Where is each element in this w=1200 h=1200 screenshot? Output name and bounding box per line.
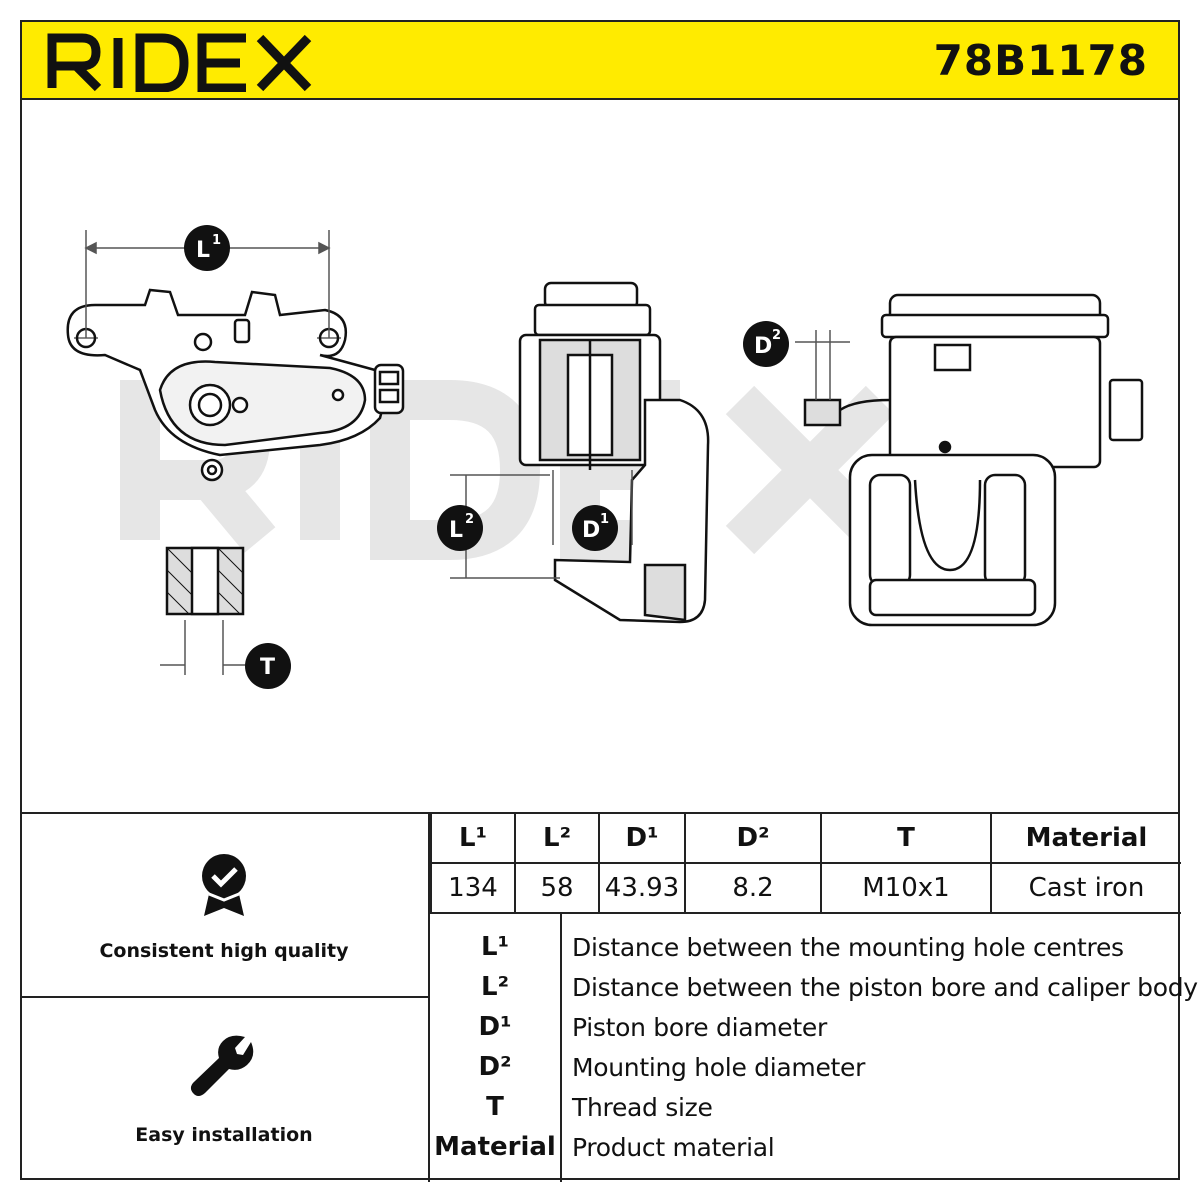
svg-text:L: L xyxy=(196,238,210,263)
legend-row: L² Distance between the piston bore and … xyxy=(430,968,1198,1008)
legend-symbol: Material xyxy=(434,1132,556,1162)
spec-value-d2: 8.2 xyxy=(684,862,822,914)
spec-value-l2: 58 xyxy=(514,862,600,914)
d1-badge: D 1 xyxy=(572,505,618,551)
thread-section xyxy=(165,546,245,616)
svg-text:D: D xyxy=(754,334,772,359)
t-dimension xyxy=(160,620,245,675)
spec-header-row: L¹ L² D¹ D² T Material xyxy=(430,814,1181,864)
legend: L¹ Distance between the mounting hole ce… xyxy=(430,914,1198,1182)
legend-row: L¹ Distance between the mounting hole ce… xyxy=(430,928,1180,968)
legend-description: Product material xyxy=(572,1133,775,1162)
legend-row: D¹ Piston bore diameter xyxy=(430,1008,1180,1048)
l1-badge: L 1 xyxy=(184,225,230,271)
technical-drawing: L 1 T xyxy=(20,100,1180,812)
legend-description: Distance between the piston bore and cal… xyxy=(572,973,1198,1002)
spec-value-l1: 134 xyxy=(430,862,516,914)
spec-header-t: T xyxy=(820,814,992,864)
part-number: 78B1178 xyxy=(933,36,1148,85)
ridex-logo xyxy=(47,33,312,92)
spec-header-l1: L¹ xyxy=(430,814,516,864)
spec-table: L¹ L² D¹ D² T Material 134 58 43.93 8.2 … xyxy=(430,814,1181,914)
feature-quality: Consistent high quality xyxy=(20,814,430,998)
t-badge: T xyxy=(245,643,291,689)
legend-symbol: L¹ xyxy=(481,932,509,962)
feature-quality-label: Consistent high quality xyxy=(99,940,349,962)
svg-text:2: 2 xyxy=(772,328,781,343)
feature-installation: Easy installation xyxy=(20,998,430,1182)
legend-description: Mounting hole diameter xyxy=(572,1053,866,1082)
d2-dimension xyxy=(795,330,850,400)
caliper-side-section xyxy=(518,281,710,624)
d1-dimension xyxy=(552,470,633,545)
d2-badge: D 2 xyxy=(743,321,789,367)
svg-text:T: T xyxy=(260,655,275,680)
legend-row: T Thread size xyxy=(430,1088,1180,1128)
legend-row: D² Mounting hole diameter xyxy=(430,1048,1180,1088)
svg-text:D: D xyxy=(582,518,600,543)
spec-value-t: M10x1 xyxy=(820,862,992,914)
legend-symbol: D¹ xyxy=(478,1012,512,1042)
legend-symbol: D² xyxy=(478,1052,512,1082)
spec-value-material: Cast iron xyxy=(990,862,1181,914)
legend-symbol: L² xyxy=(481,972,509,1002)
legend-symbol: T xyxy=(486,1092,504,1122)
caliper-rear-view xyxy=(803,293,1144,627)
spec-header-d2: D² xyxy=(684,814,822,864)
svg-text:L: L xyxy=(449,518,463,543)
legend-description: Thread size xyxy=(572,1093,713,1122)
svg-text:1: 1 xyxy=(212,233,221,248)
legend-description: Distance between the mounting hole centr… xyxy=(572,933,1124,962)
feature-installation-label: Easy installation xyxy=(135,1124,313,1146)
spec-value-d1: 43.93 xyxy=(598,862,686,914)
spec-header-l2: L² xyxy=(514,814,600,864)
l2-badge: L 2 xyxy=(437,505,483,551)
svg-text:2: 2 xyxy=(465,512,474,527)
svg-text:1: 1 xyxy=(600,512,609,527)
spec-value-row: 134 58 43.93 8.2 M10x1 Cast iron xyxy=(430,862,1181,914)
quality-badge-icon xyxy=(202,854,246,916)
spec-header-d1: D¹ xyxy=(598,814,686,864)
wrench-icon xyxy=(190,1035,254,1096)
info-section: Consistent high quality Easy installatio… xyxy=(20,812,1198,1182)
spec-header-material: Material xyxy=(990,814,1181,864)
header-bar: 78B1178 xyxy=(20,20,1180,100)
legend-row: Material Product material xyxy=(430,1128,1180,1168)
caliper-front-view xyxy=(66,288,405,482)
legend-description: Piston bore diameter xyxy=(572,1013,827,1042)
legend-divider xyxy=(560,914,562,1182)
